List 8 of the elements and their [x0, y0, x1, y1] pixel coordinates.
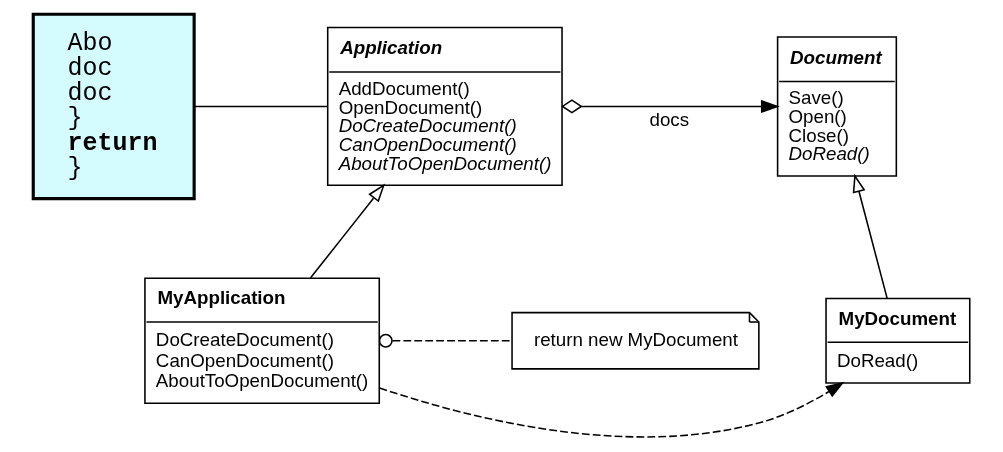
edge-label: docs [649, 109, 690, 131]
connector [193, 105, 329, 108]
arrow [852, 173, 888, 300]
arrow [561, 99, 780, 114]
arrow [309, 183, 386, 279]
node-box: Abo doc doc } return } [31, 12, 196, 201]
arrow [378, 381, 845, 438]
connector [378, 333, 513, 348]
